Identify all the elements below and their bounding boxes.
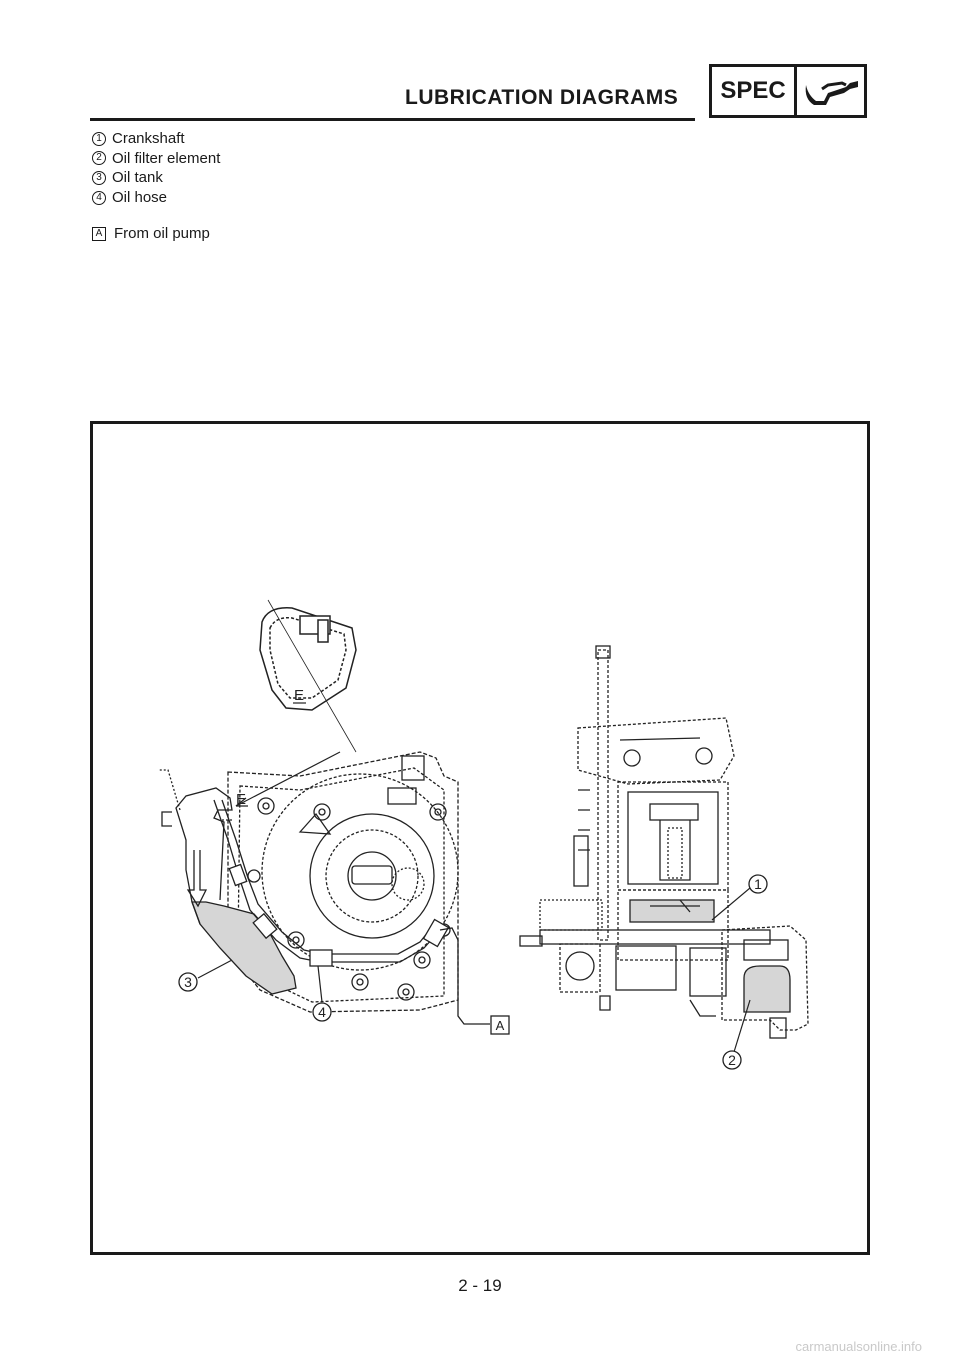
tank-cap-detail [259, 599, 357, 753]
page-title: LUBRICATION DIAGRAMS [405, 86, 679, 109]
legend: 1 Crankshaft 2 Oil filter element 3 Oil … [92, 129, 220, 244]
oil-can-icon [805, 81, 858, 105]
legend-label: Oil filter element [112, 149, 221, 167]
legend-item-oil-tank: 3 Oil tank [92, 168, 220, 188]
oil-tank [158, 769, 297, 995]
title-rule [90, 118, 695, 121]
legend-label: Oil tank [112, 169, 163, 187]
page-number: 2 - 19 [458, 1276, 502, 1295]
engine-side-view [227, 751, 459, 1013]
legend-number-1: 1 [92, 131, 106, 146]
legend-note-from-oil-pump: A From oil pump [92, 224, 220, 244]
legend-item-oil-filter-element: 2 Oil filter element [92, 149, 220, 169]
legend-note-label: From oil pump [114, 225, 210, 243]
callout-1: 1 [754, 876, 762, 892]
callout-e-side: E [236, 791, 246, 808]
callout-e-top: E [294, 687, 304, 704]
legend-number-4: 4 [92, 190, 106, 205]
callout-2: 2 [728, 1052, 736, 1068]
engine-cross-section [519, 645, 809, 1039]
legend-item-oil-hose: 4 Oil hose [92, 188, 220, 208]
legend-label: Oil hose [112, 188, 168, 206]
oil-hose [213, 799, 490, 1025]
callout-3: 3 [184, 974, 192, 990]
legend-key-a: A [92, 227, 106, 242]
legend-item-crankshaft: 1 Crankshaft [92, 129, 220, 149]
spec-label: SPEC [712, 67, 797, 115]
legend-number-3: 3 [92, 170, 106, 185]
callout-a: A [496, 1018, 505, 1033]
diagram-frame [90, 421, 870, 1255]
legend-number-2: 2 [92, 151, 106, 166]
spec-badge: SPEC [709, 64, 867, 118]
watermark: carmanualsonline.info [795, 1339, 922, 1354]
callout-4: 4 [318, 1004, 326, 1020]
legend-label: Crankshaft [112, 130, 185, 147]
